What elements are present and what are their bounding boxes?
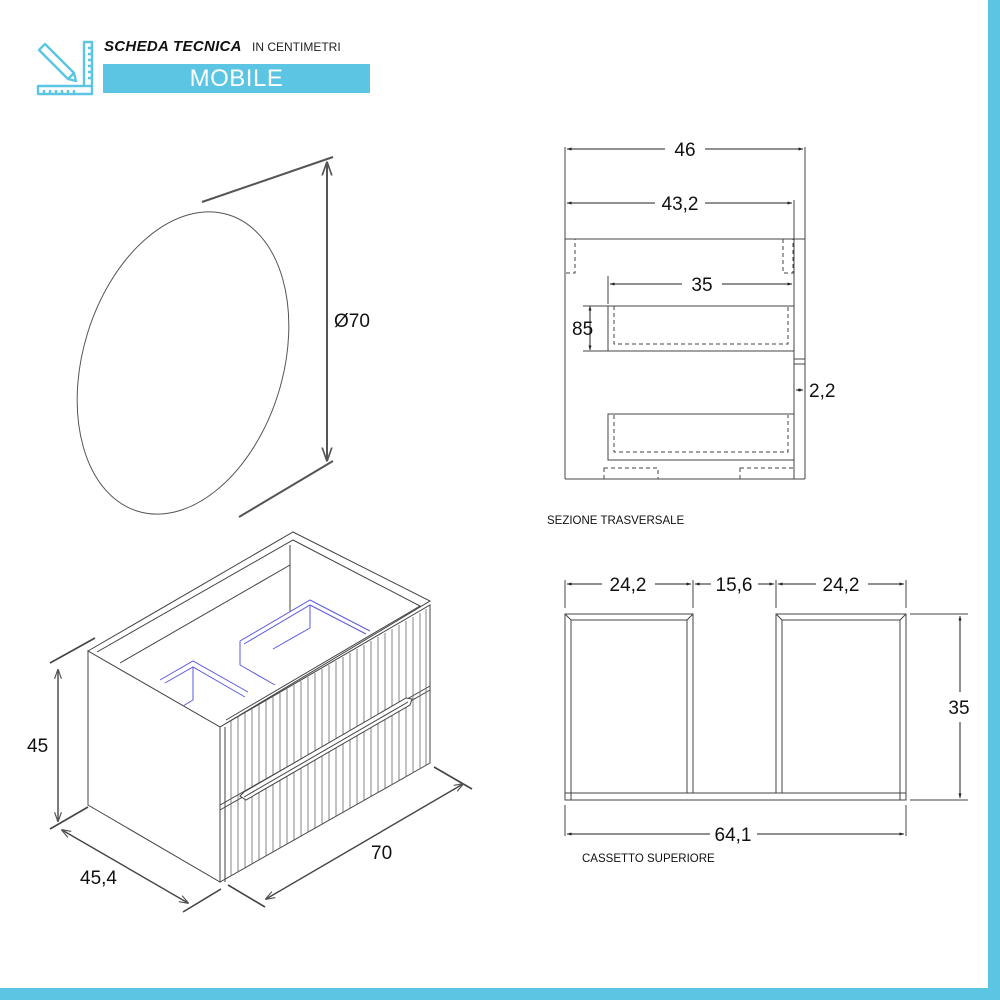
- header-title: SCHEDA TECNICA IN CENTIMETRI: [104, 38, 341, 55]
- sheet-title: SCHEDA TECNICA: [104, 38, 242, 55]
- unit-label: IN CENTIMETRI: [252, 40, 341, 54]
- cabinet-drawing: [49, 531, 473, 913]
- mirror-diameter-label: Ø70: [334, 311, 370, 332]
- drawer-right-width-label: 24,2: [823, 575, 860, 596]
- drawer-left-width-label: 24,2: [610, 575, 647, 596]
- top-drawer-caption: CASSETTO SUPERIORE: [582, 853, 715, 865]
- cross-front-thickness-label: 2,2: [809, 381, 835, 402]
- cross-section-caption: SEZIONE TRASVERSALE: [547, 515, 685, 527]
- cross-inner-depth-label: 43,2: [662, 194, 699, 215]
- drawer-depth-label: 35: [948, 698, 969, 719]
- cross-outer-depth-label: 46: [674, 140, 695, 161]
- mirror-drawing: Ø70: [76, 156, 370, 518]
- cross-drawer-depth-label: 35: [691, 275, 712, 296]
- top-drawer-drawing: [564, 580, 968, 836]
- cabinet-width-label: 70: [371, 843, 392, 864]
- drawer-gap-label: 15,6: [716, 575, 753, 596]
- cross-section-drawing: [564, 147, 806, 480]
- cabinet-depth-label: 45,4: [80, 868, 117, 889]
- product-band: MOBILE: [103, 64, 370, 93]
- cross-drawer-side-label: 85: [572, 319, 593, 340]
- drawer-total-width-label: 64,1: [715, 825, 752, 846]
- frame-border-right: [988, 0, 1000, 1000]
- ruler-pencil-icon: [36, 40, 94, 96]
- frame-border-bottom: [0, 988, 1000, 1000]
- cabinet-height-label: 45: [27, 736, 48, 757]
